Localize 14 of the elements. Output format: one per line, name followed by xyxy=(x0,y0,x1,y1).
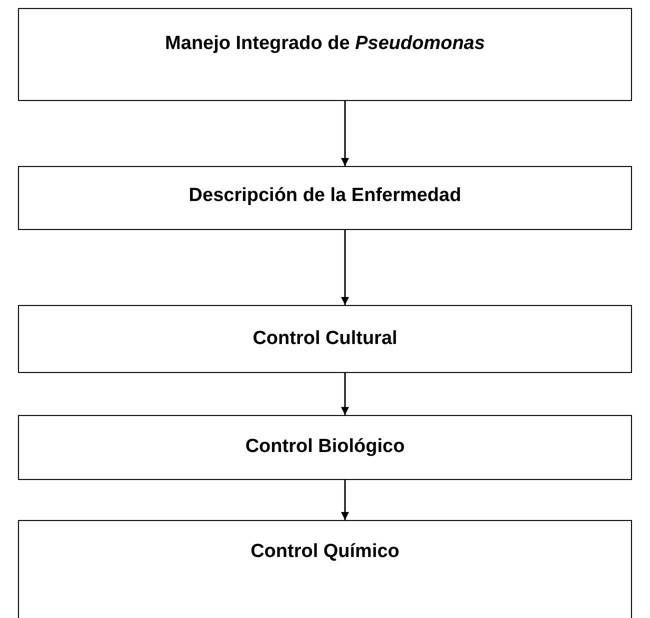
box-label: Control Cultural xyxy=(252,328,398,351)
process-box xyxy=(18,520,632,618)
arrow xyxy=(341,373,349,415)
process-box xyxy=(18,166,632,230)
box-label: Manejo Integrado de Pseudomonas xyxy=(165,33,485,56)
arrow xyxy=(341,101,349,166)
arrow xyxy=(341,230,349,305)
arrow xyxy=(341,480,349,520)
box-label: Control Biológico xyxy=(245,436,405,459)
process-box xyxy=(18,8,632,101)
box-label: Descripción de la Enfermedad xyxy=(188,185,462,208)
process-box xyxy=(18,415,632,480)
box-label: Control Químico xyxy=(250,541,400,564)
process-box xyxy=(18,305,632,373)
